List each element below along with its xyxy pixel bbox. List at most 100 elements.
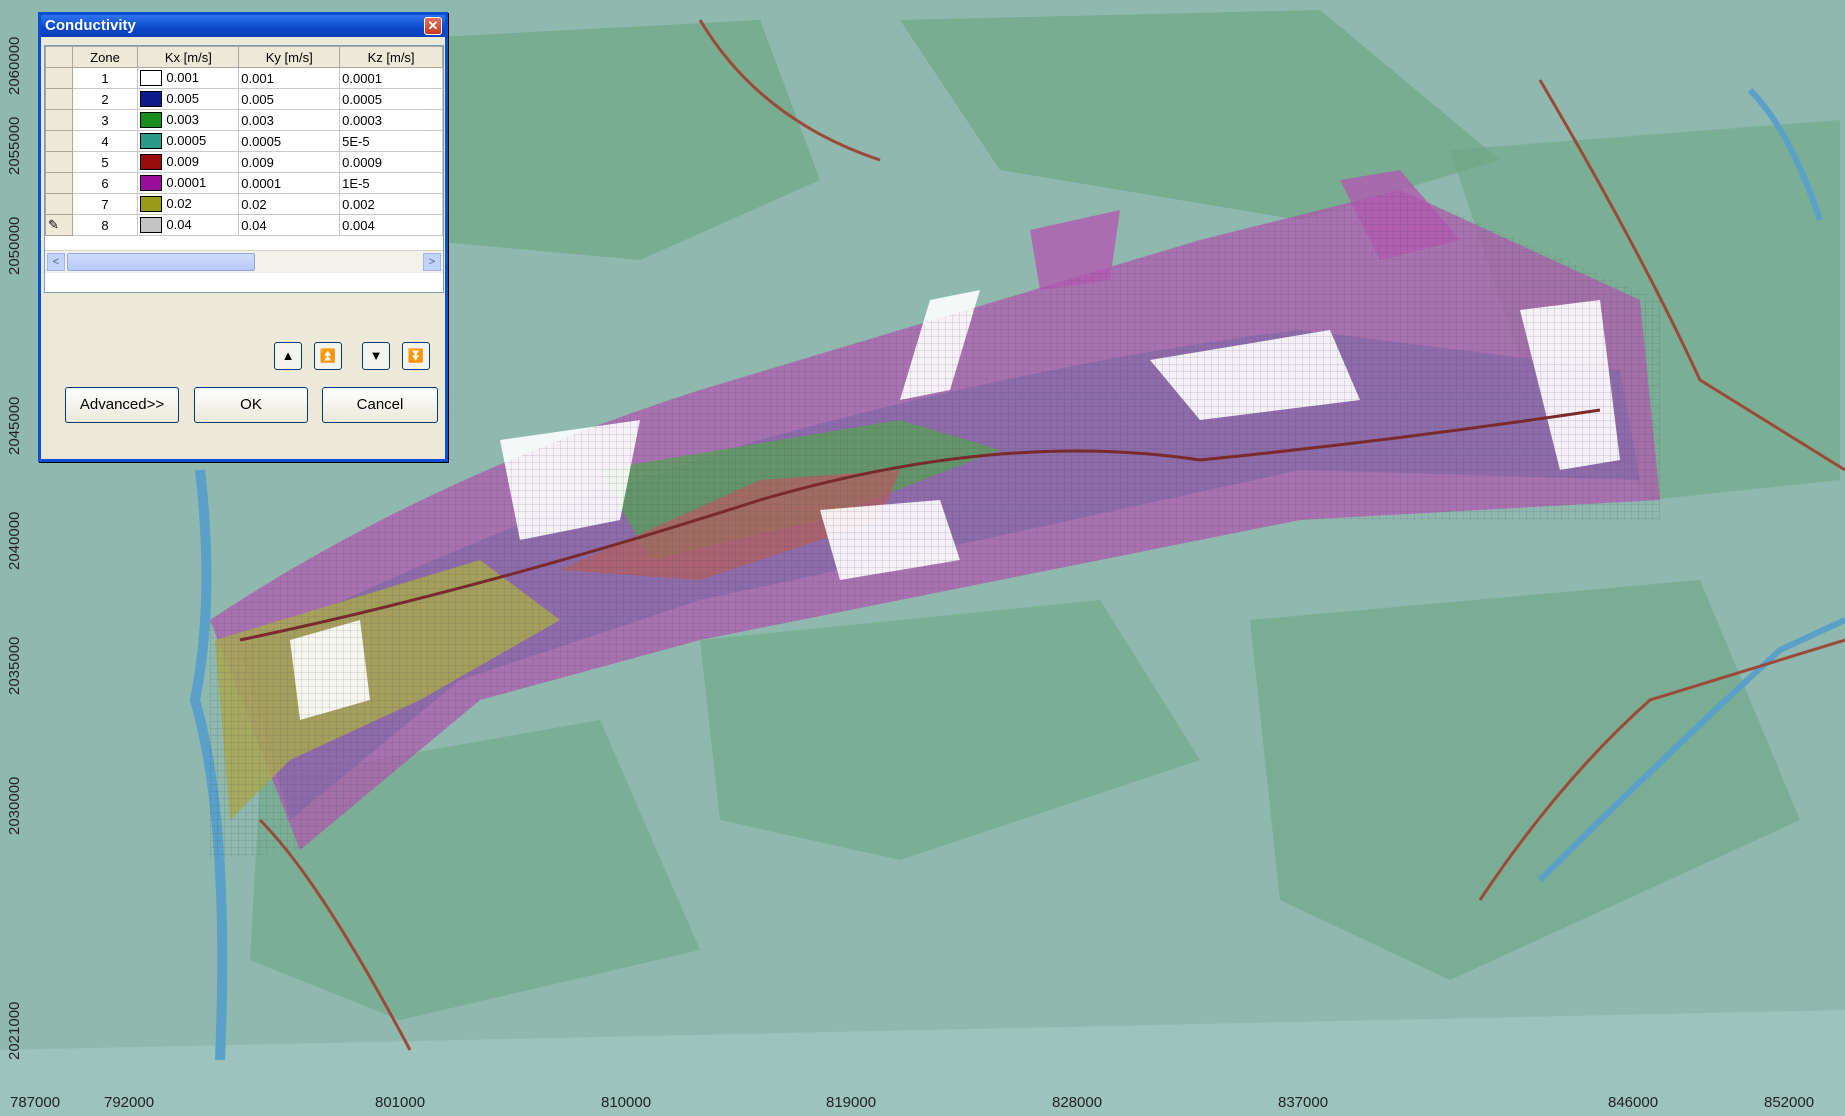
ky-cell[interactable]: 0.009 (238, 151, 341, 173)
cancel-button[interactable]: Cancel (322, 387, 438, 423)
ky-value: 0.04 (241, 217, 267, 233)
row-selector[interactable] (45, 193, 73, 215)
kx-value: 0.04 (166, 216, 192, 232)
x-tick-label: 852000 (1764, 1094, 1815, 1111)
row-selector[interactable] (45, 88, 73, 110)
kz-value: 0.0009 (342, 154, 382, 170)
x-tick-label: 787000 (10, 1094, 61, 1111)
row-selector[interactable] (45, 130, 73, 152)
kz-value: 0.0005 (342, 91, 382, 107)
road (698, 19, 881, 162)
move-up-button[interactable]: ▲ (274, 342, 302, 370)
zone-cell[interactable]: 5 (71, 151, 139, 173)
forest-area (900, 10, 1500, 220)
ky-cell[interactable]: 0.02 (238, 193, 341, 215)
kx-value: 0.003 (166, 111, 199, 127)
horizontal-scrollbar[interactable]: < > (45, 250, 443, 273)
zone-color-swatch[interactable] (140, 196, 163, 213)
row-selector[interactable] (45, 67, 73, 89)
kx-cell[interactable]: 0.009 (137, 151, 240, 173)
river (1747, 87, 1823, 221)
move-bottom-button[interactable]: ⏬ (402, 342, 430, 370)
kx-cell[interactable]: 0.04 (137, 214, 240, 236)
scroll-right-button[interactable]: > (423, 253, 441, 271)
kx-value: 0.0005 (166, 132, 207, 148)
table-row[interactable]: 5 0.009 0.009 0.0009 (45, 151, 443, 173)
zone-cell[interactable]: 8 (71, 214, 139, 236)
zone-color-swatch[interactable] (140, 91, 163, 108)
column-header-kx[interactable]: Kx [m/s] (137, 46, 240, 68)
scroll-thumb[interactable] (67, 253, 255, 271)
scroll-left-button[interactable]: < (47, 253, 65, 271)
kx-cell[interactable]: 0.003 (137, 109, 240, 131)
kx-value: 0.0001 (166, 174, 207, 190)
dialog-titlebar[interactable]: Conductivity ✕ (41, 15, 445, 37)
zone-color-swatch[interactable] (140, 70, 163, 87)
row-selector[interactable] (45, 151, 73, 173)
ky-cell[interactable]: 0.005 (238, 88, 341, 110)
column-header-zone[interactable]: Zone (71, 46, 139, 68)
x-tick-label: 810000 (601, 1094, 652, 1111)
zone-color-swatch[interactable] (140, 133, 163, 150)
zone-color-swatch[interactable] (140, 112, 163, 129)
ky-cell[interactable]: 0.0001 (238, 172, 341, 194)
zone-cell[interactable]: 7 (71, 193, 139, 215)
kz-cell[interactable]: 1E-5 (339, 172, 443, 194)
move-down-button[interactable]: ▼ (362, 342, 390, 370)
column-header-ky[interactable]: Ky [m/s] (238, 46, 341, 68)
row-selector[interactable]: ✎ (45, 214, 73, 236)
kx-cell[interactable]: 0.005 (137, 88, 240, 110)
zone-magenta (1030, 210, 1120, 290)
zone-color-swatch[interactable] (140, 217, 163, 234)
model-grid (210, 190, 1660, 860)
row-selector[interactable] (45, 109, 73, 131)
kz-cell[interactable]: 0.0003 (339, 109, 443, 131)
kz-cell[interactable]: 0.0001 (339, 67, 443, 89)
zone-color-swatch[interactable] (140, 154, 163, 171)
row-selector-header (45, 46, 73, 68)
kz-value: 0.0003 (342, 112, 382, 128)
advanced-button[interactable]: Advanced>> (65, 387, 179, 423)
row-selector[interactable] (45, 172, 73, 194)
move-top-button[interactable]: ⏫ (314, 342, 342, 370)
kx-cell[interactable]: 0.0005 (137, 130, 240, 152)
kz-cell[interactable]: 5E-5 (339, 130, 443, 152)
chevron-right-icon: > (428, 256, 436, 268)
kz-cell[interactable]: 0.002 (339, 193, 443, 215)
arrow-up-icon: ▲ (281, 348, 295, 363)
kx-cell[interactable]: 0.0001 (137, 172, 240, 194)
zone-cell[interactable]: 3 (71, 109, 139, 131)
kz-value: 0.002 (342, 196, 375, 212)
zone-cell[interactable]: 4 (71, 130, 139, 152)
kz-cell[interactable]: 0.004 (339, 214, 443, 236)
close-button[interactable]: ✕ (424, 17, 442, 35)
ky-cell[interactable]: 0.003 (238, 109, 341, 131)
kx-cell[interactable]: 0.02 (137, 193, 240, 215)
kx-cell[interactable]: 0.001 (137, 67, 240, 89)
zone-color-swatch[interactable] (140, 175, 163, 192)
ky-cell[interactable]: 0.04 (238, 214, 341, 236)
table-row[interactable]: ✎ 8 0.04 0.04 0.004 (45, 214, 443, 236)
kx-value: 0.009 (166, 153, 199, 169)
zone-cell[interactable]: 2 (71, 88, 139, 110)
forest-area (380, 20, 820, 260)
kz-cell[interactable]: 0.0009 (339, 151, 443, 173)
ky-cell[interactable]: 0.001 (238, 67, 341, 89)
ok-button[interactable]: OK (194, 387, 308, 423)
column-header-kz[interactable]: Kz [m/s] (339, 46, 443, 68)
zone-cell[interactable]: 1 (71, 67, 139, 89)
zone-cell[interactable]: 6 (71, 172, 139, 194)
edit-pencil-icon: ✎ (48, 217, 59, 232)
ky-value: 0.009 (241, 154, 274, 170)
forest-area (700, 600, 1200, 860)
kz-cell[interactable]: 0.0005 (339, 88, 443, 110)
ky-cell[interactable]: 0.0005 (238, 130, 341, 152)
